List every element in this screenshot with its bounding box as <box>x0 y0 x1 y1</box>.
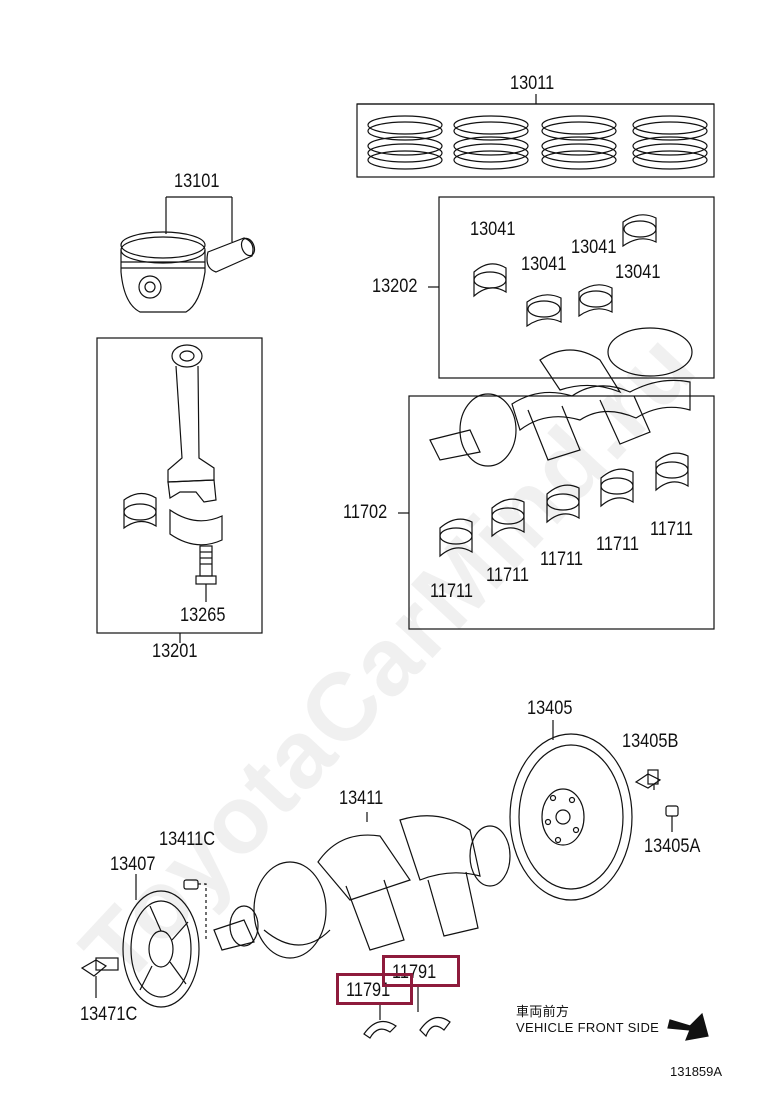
piston-ring-set-drawing <box>356 94 715 178</box>
part-13041-label-b[interactable]: 13041 <box>571 237 617 258</box>
rod-bearing-set-drawing <box>428 196 715 379</box>
diagram-id: 131859A <box>670 1064 723 1079</box>
part-13202-label[interactable]: 13202 <box>372 276 418 297</box>
highlight-box-11791-a <box>382 955 460 987</box>
piston-ring-3 <box>541 115 617 170</box>
part-11711-label-e[interactable]: 11711 <box>430 581 474 602</box>
part-13011-label[interactable]: 13011 <box>510 73 555 94</box>
part-13411C-label[interactable]: 13411C <box>159 829 216 850</box>
flywheel-bolt-drawing <box>634 769 662 790</box>
part-11711-label-a[interactable]: 11711 <box>650 519 694 540</box>
part-13041-label-d[interactable]: 13041 <box>615 262 661 283</box>
front-side-caption-en: VEHICLE FRONT SIDE <box>516 1020 660 1035</box>
part-11711-label-c[interactable]: 11711 <box>540 549 584 570</box>
part-11791-label-a[interactable]: 11791 <box>392 962 437 983</box>
flywheel-drawing <box>509 720 633 901</box>
part-13407-label[interactable]: 13407 <box>110 854 156 875</box>
part-13411-label[interactable]: 13411 <box>339 788 384 809</box>
part-13101-label[interactable]: 13101 <box>174 171 220 192</box>
pulley-bolt-drawing <box>80 957 119 998</box>
front-side-caption-jp: 車両前方 <box>516 1004 570 1019</box>
part-11702-label[interactable]: 11702 <box>343 502 388 523</box>
piston-drawing <box>120 196 256 313</box>
piston-ring-4 <box>632 115 708 170</box>
part-13041-label-c[interactable]: 13041 <box>521 254 567 275</box>
part-13405A-label[interactable]: 13405A <box>644 836 701 857</box>
highlight-box-11791-b <box>336 973 413 1005</box>
front-direction-arrow <box>667 1012 709 1041</box>
part-13201-label[interactable]: 13201 <box>152 641 198 662</box>
thrust-washer-drawing <box>363 986 451 1039</box>
crank-pulley-drawing <box>122 874 200 1008</box>
crank-pin-drawing <box>183 879 207 942</box>
crank-bearing-set-drawing <box>398 327 715 630</box>
part-11791-label-b[interactable]: 11791 <box>346 980 391 1001</box>
connecting-rod-drawing <box>96 337 263 643</box>
part-11711-label-b[interactable]: 11711 <box>596 534 640 555</box>
part-13265-label[interactable]: 13265 <box>180 605 226 626</box>
piston-ring-2 <box>453 115 529 170</box>
flywheel-pin-drawing <box>665 805 679 832</box>
part-13405B-label[interactable]: 13405B <box>622 731 679 752</box>
part-13471C-label[interactable]: 13471C <box>80 1004 138 1025</box>
part-13041-label-a[interactable]: 13041 <box>470 219 516 240</box>
part-11711-label-d[interactable]: 11711 <box>486 565 530 586</box>
part-13405-label[interactable]: 13405 <box>527 698 573 719</box>
piston-ring-1 <box>367 115 443 170</box>
crankshaft-drawing <box>213 812 511 959</box>
